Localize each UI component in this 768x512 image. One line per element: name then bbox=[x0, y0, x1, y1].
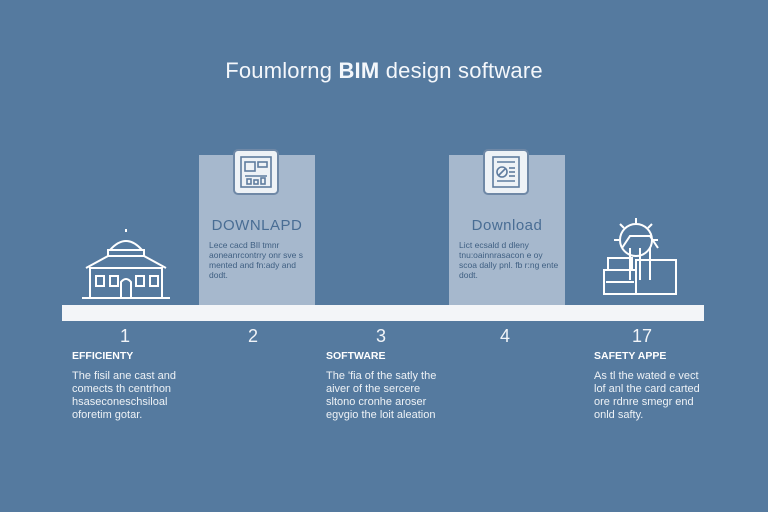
step-card-download-2: Download Lict ecsald d dleny tnu:oainnra… bbox=[449, 149, 565, 305]
timeline-bar bbox=[62, 305, 704, 321]
card-title: DOWNLAPD bbox=[211, 217, 303, 234]
step-desc-software: The 'fia of the satly the aiver of the s… bbox=[326, 370, 437, 421]
step-number-1: 1 bbox=[120, 326, 131, 346]
step-desc-efficiency: The fisil ane cast and comects th centrh… bbox=[72, 370, 176, 421]
step-number-5: 17 bbox=[632, 326, 653, 346]
blueprint-icon bbox=[240, 156, 272, 188]
step-label-efficiency: EFFICIENTY bbox=[72, 350, 134, 362]
document-icon bbox=[492, 156, 520, 188]
step-number-2: 2 bbox=[248, 326, 259, 346]
card-description: Lict ecsald d dleny tnu:oainnrasacon e o… bbox=[459, 240, 559, 280]
step-number-3: 3 bbox=[376, 326, 387, 346]
page-title: Foumlorng BIM design software bbox=[225, 58, 543, 83]
blueprint-icon-frame bbox=[233, 149, 279, 195]
building-icon bbox=[82, 229, 170, 299]
step-label-safety: SAFETY APPE bbox=[594, 350, 667, 362]
step-number-4: 4 bbox=[500, 326, 511, 346]
card-description: Lece cacd BIl tmnr aoneanrcontrry onr sv… bbox=[209, 240, 304, 280]
gear-construction-icon bbox=[603, 218, 677, 295]
step-card-download-1: DOWNLAPD Lece cacd BIl tmnr aoneanrcontr… bbox=[199, 149, 315, 305]
step-desc-safety: As tl the wated e vect lof anl the card … bbox=[594, 370, 700, 421]
card-title: Download bbox=[471, 217, 543, 234]
step-label-software: SOFTWARE bbox=[326, 350, 386, 362]
document-icon-frame bbox=[483, 149, 529, 195]
